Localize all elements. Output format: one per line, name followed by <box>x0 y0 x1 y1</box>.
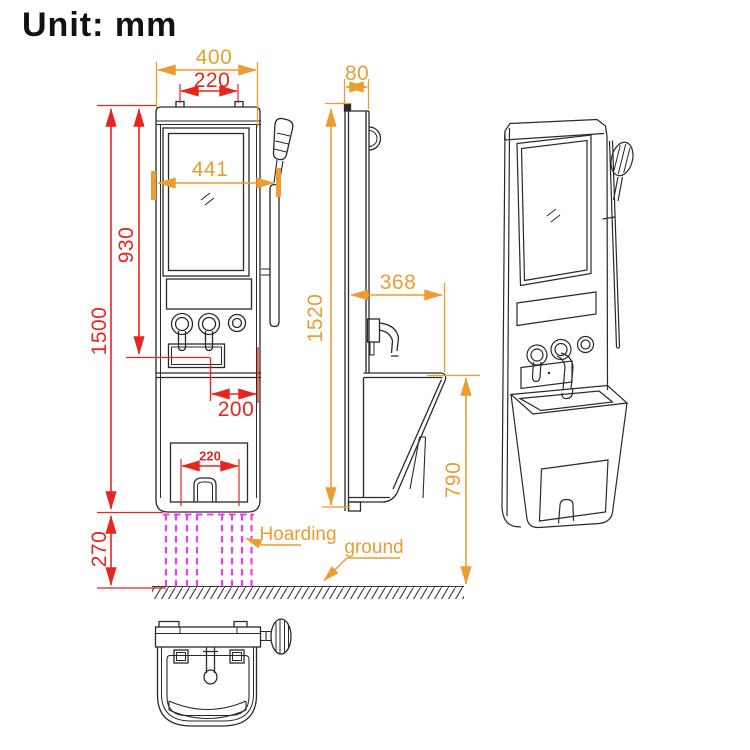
bv-shower-head <box>261 618 292 655</box>
side-front-edges <box>365 111 370 373</box>
sign-panel <box>165 278 253 310</box>
persp-shower <box>602 140 634 349</box>
ground-label: ground <box>344 537 404 558</box>
perspective-view <box>501 118 634 529</box>
dim-ext-220-top <box>179 84 239 103</box>
right-tap <box>197 312 221 352</box>
soap-slot <box>167 343 226 369</box>
dim-ext-220-recess <box>180 459 240 506</box>
hoarding-leader <box>245 537 301 549</box>
mirror-frame <box>162 127 250 277</box>
dim-text-front-drain-offset: 200 <box>217 398 255 421</box>
bv-front-lip <box>168 700 247 720</box>
persp-basin-recess <box>538 459 609 522</box>
bv-tap-left-inner <box>176 652 186 661</box>
bv-faucet <box>203 647 218 685</box>
side-view <box>343 103 447 512</box>
hoarding-label: Hoarding <box>259 524 337 545</box>
drain-arch <box>193 477 217 502</box>
dim-text-front-hoarding-height: 270 <box>88 530 111 568</box>
dim-text-front-top-width: 220 <box>193 69 231 92</box>
persp-basin-opening <box>518 390 614 412</box>
basin-chute-side <box>409 436 427 499</box>
bv-tap-right <box>229 649 245 664</box>
dim-ext-400 <box>155 62 259 127</box>
red-ref-lines <box>97 104 210 589</box>
persp-sign-panel <box>516 291 597 327</box>
bv-back-bar <box>154 626 262 648</box>
cabinet-outline <box>155 106 261 513</box>
faucet-side <box>366 318 400 357</box>
dim-text-front-recess-width: 220 <box>199 448 221 464</box>
unit-label: Unit: mm <box>22 6 178 44</box>
hoarding-posts <box>163 513 254 590</box>
shower-rail-front <box>261 183 280 328</box>
shower-head-front <box>272 117 294 186</box>
bv-opening <box>166 654 250 717</box>
cabinet-inner-edges <box>156 120 261 498</box>
shower-head-side-inner <box>368 130 378 147</box>
persp-dot <box>547 371 551 375</box>
bv-basin-inner <box>161 647 254 722</box>
persp-basin-body <box>510 394 628 529</box>
bottom-view <box>154 618 292 727</box>
red-dimensions <box>97 84 259 589</box>
dim-ext-80 <box>325 79 370 109</box>
mirror-glint <box>200 192 215 206</box>
drain-arch-inner <box>197 481 213 502</box>
persp-mirror-frame <box>516 134 592 287</box>
soap-slot-inner <box>171 346 222 365</box>
basin-bottom-side <box>349 492 398 503</box>
dim-bar-441-left <box>151 171 156 200</box>
persp-left-edge <box>501 127 522 528</box>
bv-basin-outer <box>156 647 258 727</box>
ground-leader <box>323 557 400 582</box>
persp-top-cap <box>503 118 608 141</box>
left-tap <box>170 312 194 352</box>
basin-rim-side <box>363 372 447 380</box>
body-seam <box>156 372 261 379</box>
mirror-glass <box>167 132 245 272</box>
dim-text-side-depth: 80 <box>344 62 370 85</box>
persp-mirror-glint <box>546 208 561 223</box>
side-bottom-foot <box>347 501 362 512</box>
front-view <box>155 100 294 513</box>
dim-text-front-total-height: 1500 <box>88 306 111 356</box>
dim-text-side-total-height: 1520 <box>304 293 327 343</box>
bv-tap-right-inner <box>232 652 242 661</box>
dim-ext-200 <box>209 347 259 403</box>
dim-text-front-mirror-height: 930 <box>115 226 138 264</box>
knob <box>227 313 247 333</box>
dim-text-side-ground-clearance: 790 <box>442 461 465 499</box>
ground-hatch <box>152 586 464 599</box>
persp-right-edge <box>606 135 609 391</box>
persp-left-tap <box>526 344 548 383</box>
dim-text-front-total-width: 400 <box>195 46 233 69</box>
recess-panel <box>169 442 249 503</box>
bv-tap-left <box>173 649 189 664</box>
bv-tabs <box>158 620 248 627</box>
dim-bar-441-right <box>276 168 281 197</box>
persp-soap-slot <box>520 360 573 390</box>
bv-back-bar-lines <box>155 627 261 634</box>
basin-front-slope <box>392 379 447 494</box>
persp-knob <box>576 335 595 354</box>
persp-basin-arch <box>557 498 575 524</box>
dim-text-front-body-width: 441 <box>191 158 229 181</box>
shower-head-side <box>368 126 382 151</box>
persp-mirror-glass <box>520 139 588 282</box>
orange-dimensions <box>151 62 480 585</box>
dim-text-side-basin-depth: 368 <box>379 271 417 294</box>
top-tabs <box>175 100 244 107</box>
